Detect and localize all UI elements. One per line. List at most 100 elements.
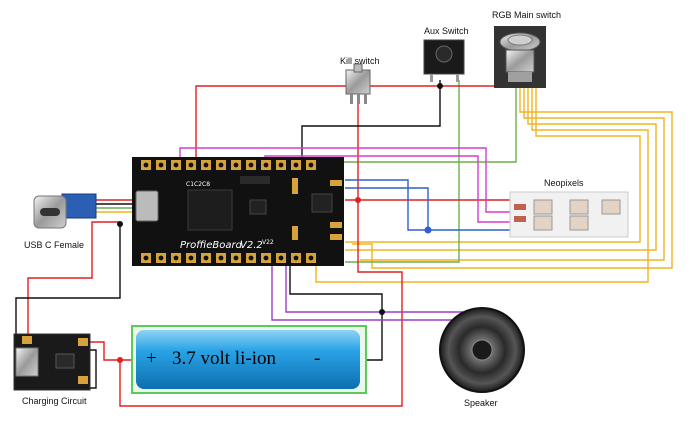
kill-switch-body [345, 69, 371, 95]
wire-black [289, 258, 383, 361]
board-pin-hole [203, 255, 209, 261]
board-pin-hole [278, 162, 284, 168]
board-pin-hole [308, 162, 314, 168]
neopixels-strip [509, 191, 629, 238]
battery-minus: - [314, 348, 320, 369]
wire-red [119, 104, 403, 407]
board-name: ProffieBoard [180, 240, 243, 251]
pad-gold [292, 178, 298, 194]
junction-dot [117, 221, 123, 227]
usb-c-female-module [33, 193, 97, 229]
speaker [439, 307, 525, 393]
kill-switch-lever [353, 63, 363, 73]
chip-small [249, 199, 267, 215]
kill-switch-leg [357, 94, 360, 104]
board-pin-hole [233, 255, 239, 261]
pad-gold [292, 226, 298, 240]
board-pin-hole [203, 162, 209, 168]
wires [15, 80, 673, 407]
junction-dot [424, 226, 432, 234]
wire-black [301, 80, 441, 178]
junction-dot [355, 197, 361, 203]
pad-gold [330, 180, 342, 186]
kill-switch-leg [350, 94, 353, 104]
kill-switch-label: Kill switch [340, 56, 380, 66]
board-pin-hole [263, 162, 269, 168]
board-pin-hole [188, 162, 194, 168]
kill-switch [345, 63, 371, 104]
rgb-switch-thread [505, 49, 535, 73]
neopixel-led [533, 199, 553, 215]
board-pins-bottom [141, 253, 316, 263]
pad-gold [330, 222, 342, 228]
junction-dot [379, 309, 385, 315]
board-pin-hole [278, 255, 284, 261]
chip-small [240, 176, 270, 184]
rgb-main-switch-label: RGB Main switch [492, 10, 561, 20]
neopixel-led [533, 215, 553, 231]
board-pin-hole [248, 255, 254, 261]
wire-yellow [360, 86, 665, 261]
wire-blue [345, 187, 429, 230]
mcu-chip [187, 189, 233, 231]
neopixels-label: Neopixels [544, 178, 584, 188]
wire-blue [345, 179, 528, 231]
board-pin-hole [233, 162, 239, 168]
battery-plus: + [146, 348, 157, 369]
junction-dot [117, 357, 123, 363]
rgb-main-switch [494, 26, 546, 88]
rgb-switch-base [508, 72, 532, 82]
board-pin-hole [308, 255, 314, 261]
wire-yellow [345, 86, 657, 251]
board-chip-mark: C1C2C8 [186, 181, 210, 188]
board-pad-mark: V22 [262, 239, 274, 246]
usb-port [135, 190, 159, 222]
board-pin-hole [188, 255, 194, 261]
chip-small [311, 193, 333, 213]
charger-usb [15, 347, 39, 377]
board-pin-hole [248, 162, 254, 168]
charging-circuit-label: Charging Circuit [22, 396, 87, 406]
pad-gold [330, 234, 342, 240]
board-version: V2.2 [240, 240, 263, 251]
board-pin-hole [158, 162, 164, 168]
aux-switch-leg [430, 74, 433, 82]
charger-pad [78, 338, 88, 346]
rgb-switch-button [507, 34, 533, 46]
board-pin-hole [158, 255, 164, 261]
wire-red [195, 85, 510, 162]
neopixel-led [601, 199, 621, 215]
wire-purple [285, 258, 470, 313]
wire-purple [271, 258, 480, 321]
board-pin-hole [143, 162, 149, 168]
board-pin-hole [173, 162, 179, 168]
battery-text: 3.7 volt li-ion [172, 348, 276, 369]
aux-switch-button [435, 45, 453, 63]
wire-red [86, 341, 150, 361]
board-pin-hole [293, 255, 299, 261]
board-pin-hole [293, 162, 299, 168]
board-pin-hole [143, 255, 149, 261]
speaker-label: Speaker [464, 398, 498, 408]
wire-black [15, 226, 121, 346]
usb-c-opening [40, 208, 60, 216]
board-pin-hole [173, 255, 179, 261]
battery-body [136, 330, 360, 389]
board-pin-hole [218, 162, 224, 168]
charger-pad [78, 376, 88, 384]
board-pcb [132, 157, 344, 266]
neopixel-pad [514, 204, 526, 210]
charging-circuit-module [13, 333, 91, 391]
aux-switch [423, 39, 465, 82]
wire-yellow [345, 86, 641, 243]
wire-yellow [315, 86, 649, 283]
wire-red [345, 199, 528, 209]
kill-switch-leg [364, 94, 367, 104]
charger-pad [22, 336, 32, 344]
wire-green [345, 80, 460, 263]
neopixel-led [569, 215, 589, 231]
usb-c-pcb [61, 193, 97, 219]
wire-magenta [179, 147, 528, 213]
wire-yellow [352, 86, 673, 269]
